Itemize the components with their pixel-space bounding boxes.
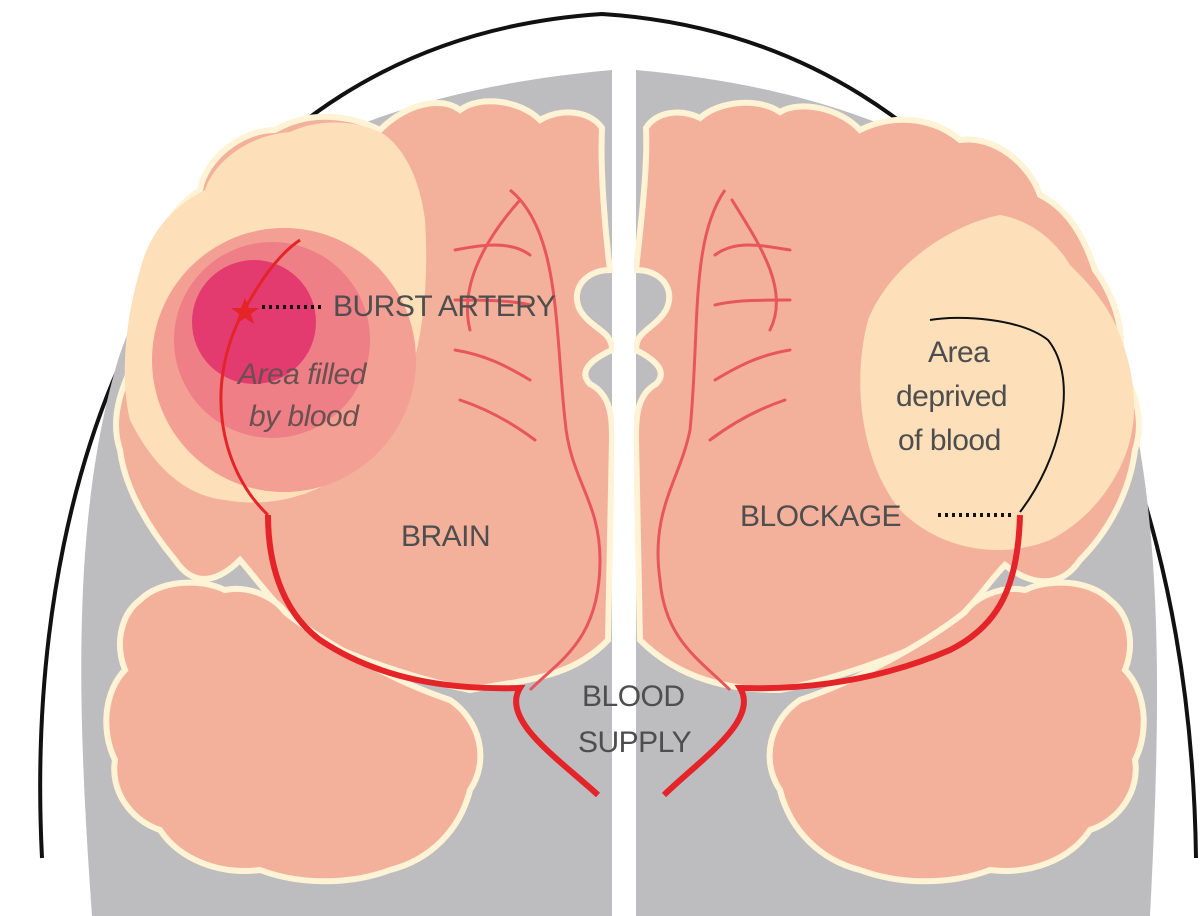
area-deprived-label-line2: deprived	[896, 382, 1007, 412]
area-filled-label-line1: Area filled	[238, 360, 366, 390]
blockage-label: BLOCKAGE	[740, 502, 901, 532]
area-deprived-label-line3: of blood	[898, 426, 1001, 456]
blood-supply-label-line1: BLOOD	[582, 682, 685, 712]
blood-supply-label-line2: SUPPLY	[578, 728, 691, 758]
area-filled-label-line2: by blood	[249, 402, 358, 432]
brain-label: BRAIN	[401, 522, 490, 552]
burst-artery-label: BURST ARTERY	[333, 292, 555, 322]
midline-gap	[614, 64, 634, 916]
area-deprived-label-line1: Area	[928, 338, 989, 368]
